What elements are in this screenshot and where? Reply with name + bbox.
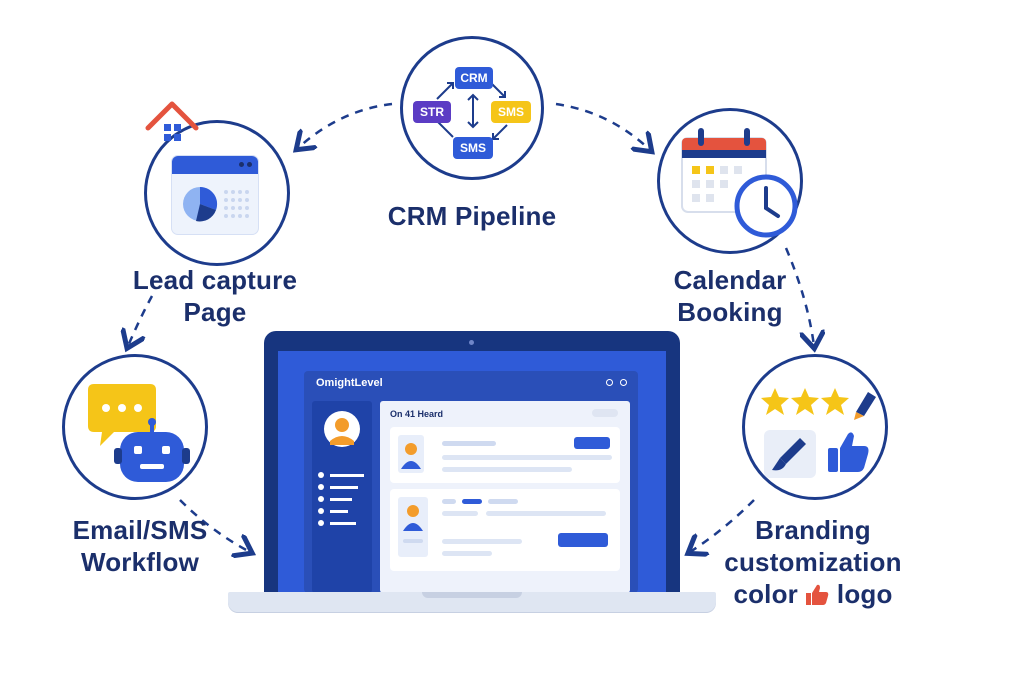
paintbrush-card [764,430,816,478]
window-control-icon[interactable] [620,379,627,386]
arrow-crm-to-calendar [555,102,650,150]
contact-avatar-icon [398,435,424,473]
laptop-lid: OmightLevel [264,331,680,593]
sidebar-menu [318,469,364,529]
contact-card[interactable] [390,427,620,483]
contact-card[interactable] [390,489,620,571]
arrow-email-to-laptop [179,499,250,552]
sms-right-box: SMS [491,101,531,123]
robot-icon [114,418,190,482]
lead-capture-circle [144,120,290,266]
panel-toggle[interactable] [592,409,618,417]
landing-page-window [172,156,258,234]
arrow-lead-to-email [128,295,154,346]
panel-header: On 41 Heard [390,409,444,419]
branding-title-line2: customization [724,547,902,577]
thumbs-up-icon [828,432,869,472]
card-action-button[interactable] [558,533,608,547]
star-icon [821,388,849,415]
branding-circle [742,354,888,500]
laptop-notch [422,592,522,598]
sidebar-item[interactable] [318,505,364,517]
window-control-icon[interactable] [606,379,613,386]
app-title: OmightLevel [316,377,383,389]
calendar-title-line2: Booking [677,297,783,327]
email-title-line2: Workflow [80,547,200,577]
star-icon [761,388,789,415]
laptop-screen: OmightLevel [278,351,666,593]
arrow-crm-to-lead [298,102,393,148]
contact-avatar-icon [398,497,428,557]
calendar-title: Calendar Booking [630,264,830,328]
app-sidebar [312,401,372,593]
thumbs-up-icon [806,584,829,605]
email-title-line1: Email/SMS [72,515,208,545]
lead-capture-title: Lead capture Page [112,264,318,328]
sidebar-item[interactable] [318,517,364,529]
branding-title-logo: logo [836,579,893,609]
crm-pipeline-circle: CRM STR SMS SMS [400,36,544,180]
avatar [324,411,360,447]
crm-box: CRM [455,67,493,89]
branding-title-line3: color logo [700,578,926,610]
laptop-camera [469,340,474,345]
paintbrush-icon [772,438,806,471]
house-icon [145,101,199,141]
sms-bottom-box: SMS [453,137,493,159]
branding-title-color: color [733,579,799,609]
branding-title: Branding customization color logo [700,514,926,610]
pie-chart-icon [183,186,249,222]
star-rating-icon [761,388,876,420]
str-box: STR [413,101,451,123]
sidebar-item[interactable] [318,469,364,481]
laptop-base [228,592,716,612]
pipeline-arrows-icon [436,82,508,140]
card-action-button[interactable] [574,437,610,449]
sidebar-item[interactable] [318,493,364,505]
main-panel: On 41 Heard [380,401,630,593]
chat-bubble-icon [88,384,156,446]
clock-icon [734,174,798,238]
lead-title-line1: Lead capture [132,265,298,295]
star-icon [791,388,819,415]
pencil-icon [854,392,876,420]
sidebar-item[interactable] [318,481,364,493]
email-sms-title: Email/SMS Workflow [40,514,240,578]
branding-title-line1: Branding [755,515,871,545]
crm-pipeline-title: CRM Pipeline [387,201,557,231]
app-titlebar: OmightLevel [304,371,638,395]
lead-title-line2: Page [183,297,247,327]
arrow-calendar-to-branding [784,247,814,346]
calendar-title-line1: Calendar [673,265,787,295]
app-window: OmightLevel [304,371,638,593]
